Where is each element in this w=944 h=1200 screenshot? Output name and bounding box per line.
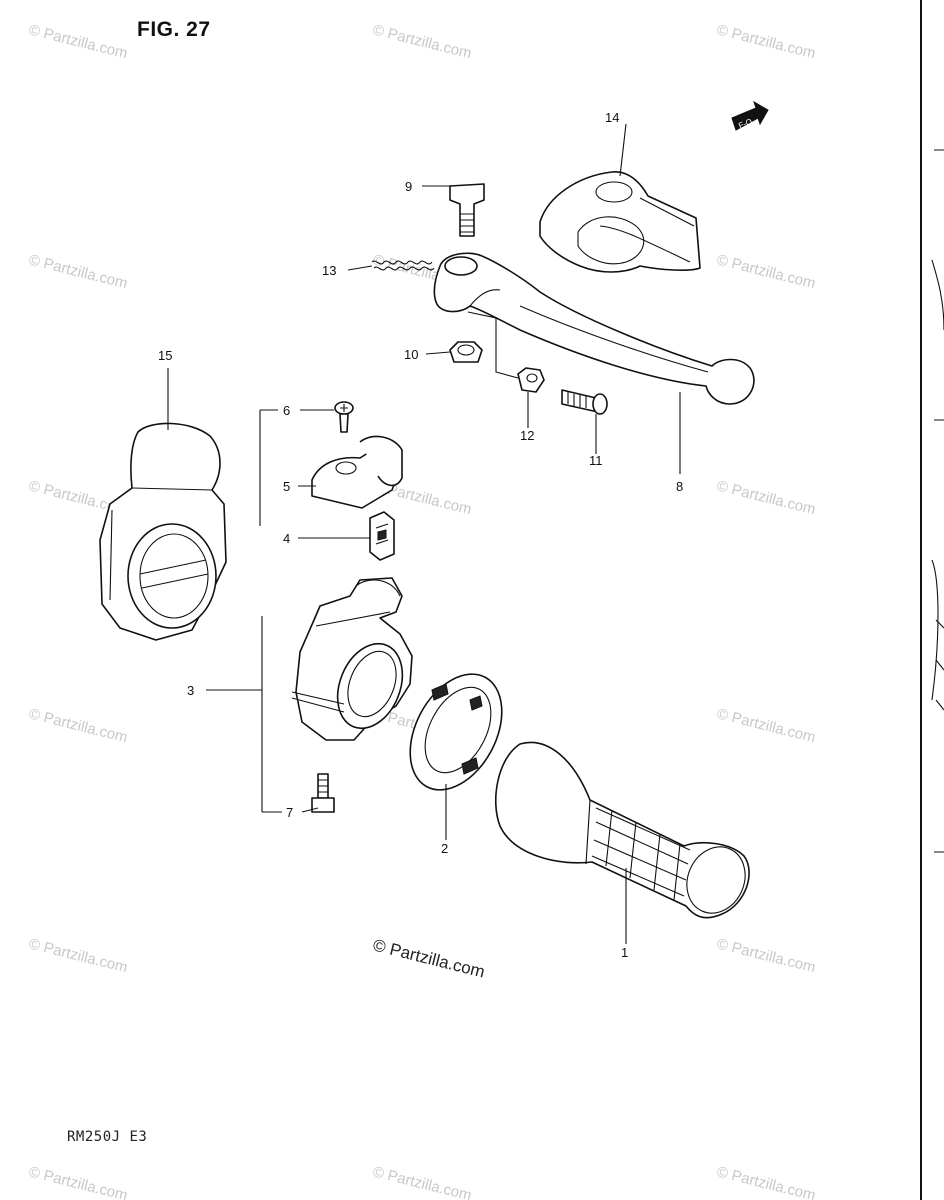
bracket-part-4 — [369, 511, 395, 561]
leader-12-branch — [467, 311, 519, 379]
leader-7 — [301, 807, 319, 813]
clamp-plate-part-5 — [311, 435, 403, 509]
callout-7: 7 — [286, 805, 293, 820]
watermark-text: © Partzilla.com — [27, 1163, 129, 1200]
lever-cover-part-14 — [539, 171, 701, 273]
grip-part-1 — [494, 741, 750, 919]
model-code: RM250J E3 — [67, 1129, 148, 1145]
leader-13 — [347, 265, 373, 271]
lever-part-8 — [433, 252, 755, 405]
watermark-text: © Partzilla.com — [371, 1163, 473, 1200]
watermark-center-text: © Partzilla.com — [371, 935, 487, 981]
callout-15: 15 — [158, 348, 172, 363]
leader-lines — [167, 123, 681, 944]
watermark-text: © Partzilla.com — [715, 1163, 817, 1200]
lever-holder-part-3 — [291, 577, 413, 741]
forward-direction-marker: F-O — [731, 100, 769, 131]
watermark-text: © Partzilla.com — [27, 21, 129, 62]
callout-14: 14 — [605, 110, 619, 125]
watermark-text: © Partzilla.com — [715, 477, 817, 518]
figure-title: FIG. 27 — [137, 18, 211, 41]
watermark-text: © Partzilla.com — [715, 21, 817, 62]
watermark-text: © Partzilla.com — [715, 705, 817, 746]
watermark-text: © Partzilla.com — [27, 705, 129, 746]
ring-part-2 — [409, 673, 503, 791]
callout-3: 3 — [187, 683, 194, 698]
callout-2: 2 — [441, 841, 448, 856]
callout-4: 4 — [283, 531, 290, 546]
callout-5: 5 — [283, 479, 290, 494]
watermark-text: © Partzilla.com — [27, 251, 129, 292]
watermark-text: © Partzilla.com — [371, 21, 473, 62]
leader-14 — [619, 123, 627, 177]
adjuster-screw-part-11 — [561, 389, 608, 415]
watermark-text: © Partzilla.com — [27, 935, 129, 976]
callout-9: 9 — [405, 179, 412, 194]
spring-part-13 — [371, 260, 435, 271]
boot-cover-part-15 — [99, 422, 227, 641]
callout-10: 10 — [404, 347, 418, 362]
watermark-text: © Partzilla.com — [715, 251, 817, 292]
watermark-text: © Partzilla.com — [715, 935, 817, 976]
callout-8: 8 — [676, 479, 683, 494]
screw-part-6 — [334, 401, 354, 433]
right-border-line — [920, 0, 922, 1200]
callout-11: 11 — [589, 453, 603, 468]
callout-1: 1 — [621, 945, 628, 960]
callout-12: 12 — [520, 428, 534, 443]
callout-13: 13 — [322, 263, 336, 278]
leader-10 — [425, 351, 451, 355]
adjacent-figure-fragment — [931, 149, 944, 853]
small-nut-part-12 — [517, 367, 545, 393]
pivot-bolt-part-9 — [449, 183, 485, 237]
bolt-part-7 — [311, 773, 335, 813]
callout-6: 6 — [283, 403, 290, 418]
callout-labels: 14 9 13 10 12 11 8 6 5 4 3 7 15 2 1 — [158, 110, 683, 960]
nut-part-10 — [449, 341, 483, 363]
